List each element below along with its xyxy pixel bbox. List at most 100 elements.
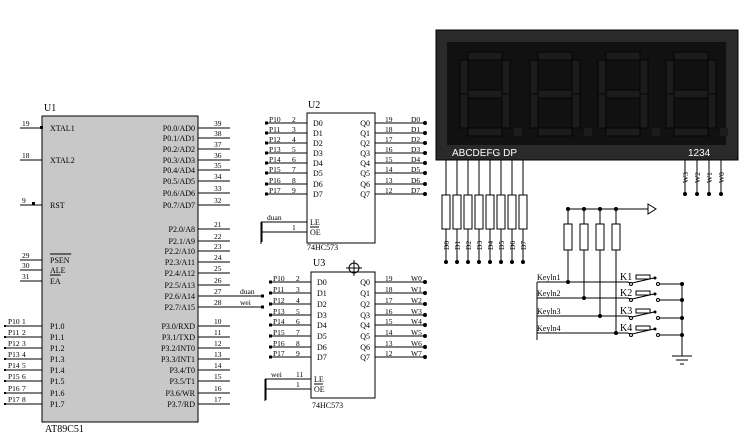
switch-tip [653,292,657,296]
switch-pin [629,282,633,286]
net-end [265,131,268,135]
pin-name: Q2 [360,139,370,148]
net-end [423,280,427,284]
switch-pin [629,298,633,302]
switch-lever [631,277,655,284]
switch-label: K3 [620,306,632,317]
pin-name: D7 [317,353,327,362]
net-label: P11 [8,328,20,337]
xtal-marker [40,126,43,129]
net-label: P10 [273,274,285,283]
pin-number: 38 [214,129,222,138]
net-end [265,171,268,175]
switch-pin [629,316,633,320]
pin-number: 28 [214,298,222,307]
net-label: W1 [411,285,422,294]
net-end [444,260,448,264]
segment [571,59,581,95]
pin-number: 7 [22,384,26,393]
net-label: wei [240,298,251,307]
pin-name: P2.6/A14 [165,292,195,301]
net-end [4,403,6,405]
pin-name: P1.6 [50,389,64,398]
pin-number: 8 [292,176,296,185]
segment [529,93,539,129]
pin-name: Q7 [360,353,370,362]
pin-name: Q3 [360,149,370,158]
net-label: P12 [8,339,20,348]
net-end [488,260,492,264]
pin-name: Q5 [360,169,370,178]
pin-number: 10 [214,317,222,326]
digit-1 [459,51,522,137]
net-end [423,345,427,349]
segment [501,93,511,129]
pin-number: 31 [22,272,30,281]
net-end [265,192,268,196]
switch-label: K1 [620,272,632,283]
oe-number: 1 [292,223,296,232]
pin-number: 19 [385,274,393,283]
net-label: P17 [273,349,285,358]
seg-net-label: D2 [464,241,473,250]
u1-part: AT89C51 [45,424,84,434]
resistor-0: D0 [441,194,451,264]
oe-name: OE [314,385,325,394]
pin-number: 12 [214,339,222,348]
seg-net-label: D7 [519,241,528,250]
decimal-point [720,128,728,136]
pin-name: P2.4/A12 [165,269,195,278]
u2-body [306,112,376,244]
segment [665,59,675,95]
pin-name: P3.6/WR [165,389,195,398]
pin-number: 9 [22,196,26,205]
u2-part: 74HC573 [307,243,338,252]
pin-number: 4 [292,135,296,144]
digit-pin-3: W0 [717,160,726,196]
pin-number: 9 [292,186,296,195]
pin-name: Q6 [360,343,370,352]
net-end [423,302,427,306]
net-label: P17 [8,395,20,404]
resistor-body [507,194,517,230]
pin-name: P1.0 [50,322,64,331]
pin-number: 15 [385,155,393,164]
pin-number: 30 [22,261,30,270]
junction-dot [614,207,618,211]
decimal-point [652,128,660,136]
net-label: D0 [411,115,420,124]
net-label: W6 [411,339,422,348]
pin-number: 8 [296,339,300,348]
pin-name: P2.5/A13 [165,281,195,290]
pin-name: D4 [317,321,327,330]
pin-name: Q3 [360,311,370,320]
net-end [269,302,272,306]
net-end [4,325,6,327]
u1-body [41,115,199,423]
pin-number: 17 [385,296,393,305]
net-end [265,182,268,186]
le-number: 11 [296,370,303,379]
